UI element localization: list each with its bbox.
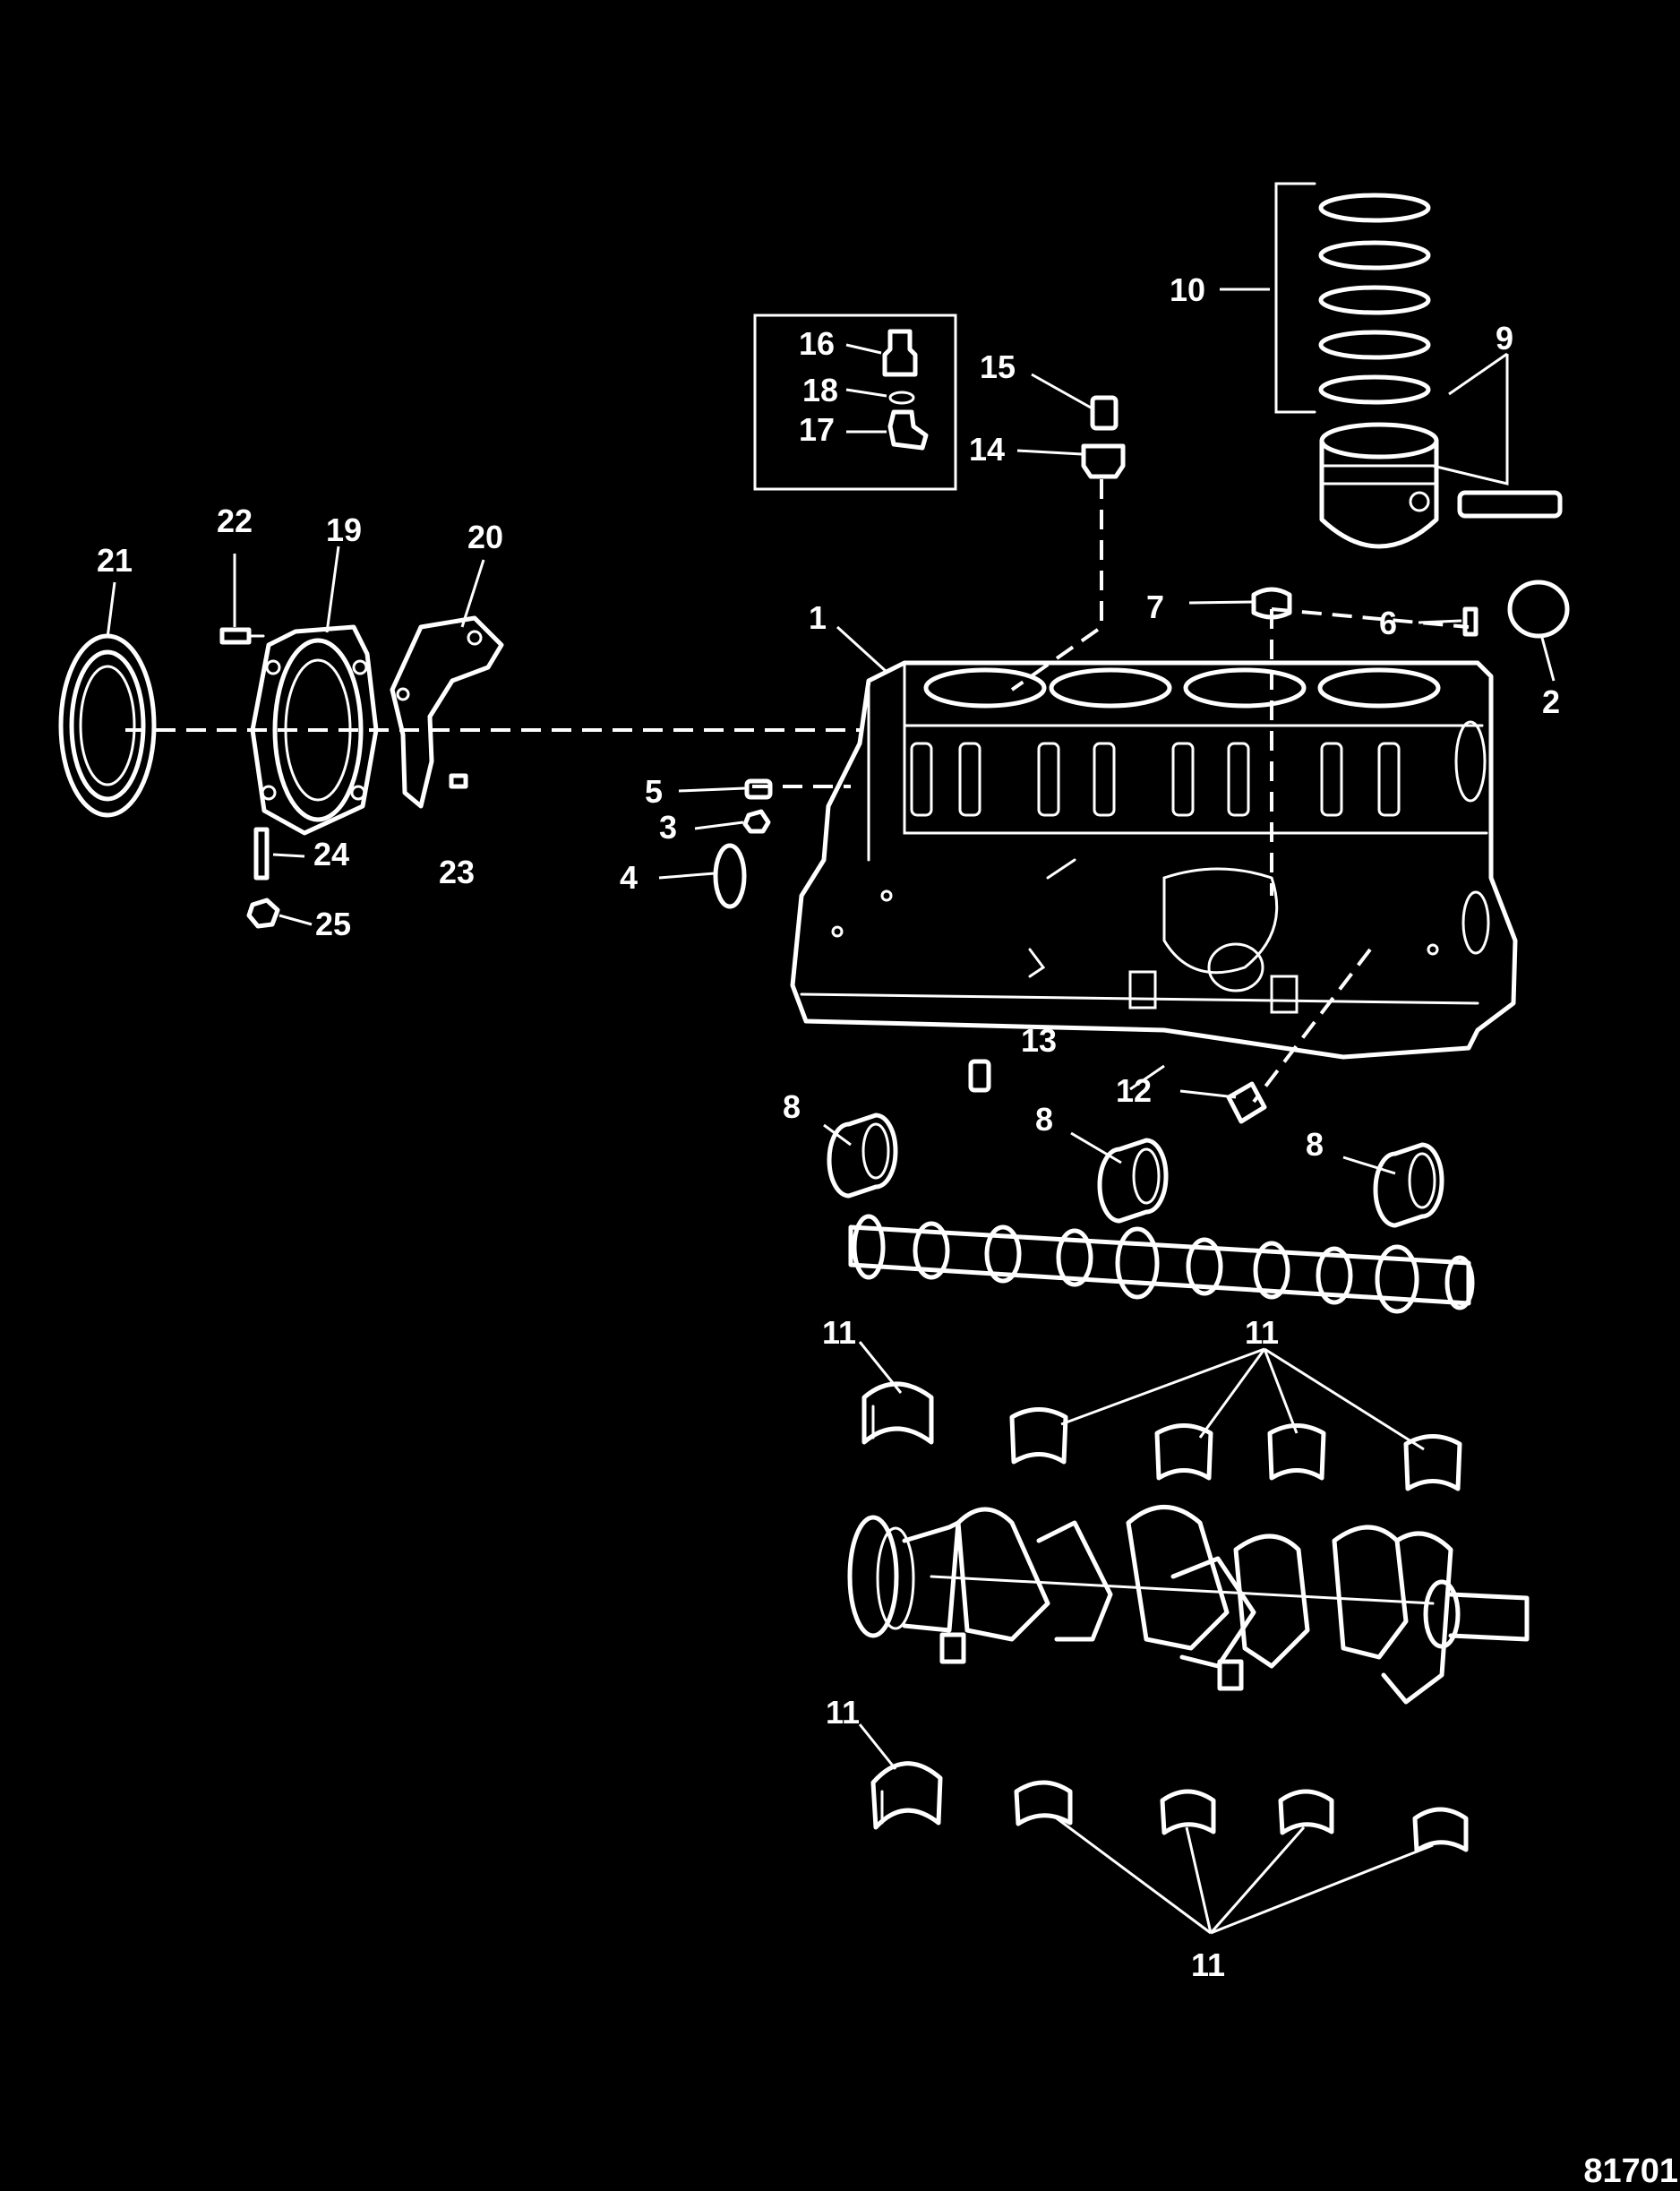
- callout-8c: 8: [1306, 1126, 1324, 1163]
- callout-23: 23: [439, 854, 475, 890]
- callout-8a: 8: [783, 1088, 801, 1125]
- leader-lines: [106, 288, 1556, 1935]
- lower-main-bearings: [870, 1761, 1469, 1853]
- seal-retainer-gasket: [390, 615, 504, 809]
- callout-11-upper-left: 11: [822, 1314, 856, 1351]
- rear-main-seal: [58, 633, 157, 818]
- callout-25: 25: [315, 906, 351, 942]
- retainer-hardware: [219, 627, 468, 929]
- callout-19: 19: [326, 511, 362, 548]
- callout-11-lower: 11: [1191, 1946, 1225, 1983]
- block-small-parts: [713, 580, 1570, 909]
- seal-retainer: [250, 624, 379, 836]
- dowel-and-plug: [968, 1059, 1267, 1124]
- callout-11-lower-left: 11: [826, 1694, 860, 1731]
- callout-12: 12: [1116, 1072, 1152, 1109]
- callout-labels: 1 2 3 4 5 6 7 8 8 8 9 10 11 11 11 11 12 …: [97, 271, 1560, 1983]
- piston-rings: [1274, 182, 1431, 414]
- callout-10: 10: [1170, 271, 1205, 308]
- callout-24: 24: [313, 836, 349, 872]
- cylinder-block: [790, 660, 1518, 1060]
- callout-5: 5: [645, 773, 663, 810]
- callout-1: 1: [809, 599, 827, 636]
- piston-assembly: [1319, 422, 1563, 549]
- callout-3: 3: [659, 809, 677, 846]
- callout-6: 6: [1379, 605, 1397, 641]
- callout-14: 14: [969, 431, 1005, 468]
- callout-22: 22: [217, 503, 253, 539]
- upper-main-bearings: [861, 1381, 1462, 1491]
- callout-7: 7: [1146, 589, 1164, 625]
- callout-21: 21: [97, 542, 133, 579]
- figure-number: 81701: [1583, 2152, 1678, 2190]
- callout-17: 17: [799, 411, 835, 448]
- crankshaft: [847, 1505, 1530, 1705]
- assembly-dashed-lines: [125, 479, 1470, 1104]
- callout-9: 9: [1496, 320, 1513, 357]
- callout-15: 15: [980, 348, 1016, 385]
- callout-8b: 8: [1035, 1101, 1053, 1138]
- callout-18: 18: [802, 372, 838, 408]
- callout-2: 2: [1542, 683, 1560, 720]
- callout-16: 16: [799, 325, 835, 362]
- callout-11-upper: 11: [1245, 1314, 1279, 1351]
- oil-gallery-fittings: [1081, 395, 1126, 479]
- camshaft: [848, 1214, 1475, 1314]
- inset-fittings: [753, 314, 957, 491]
- callout-4: 4: [620, 859, 638, 896]
- cam-bearings: [827, 1113, 1444, 1228]
- callout-13: 13: [1021, 1022, 1057, 1059]
- callout-20: 20: [467, 519, 503, 555]
